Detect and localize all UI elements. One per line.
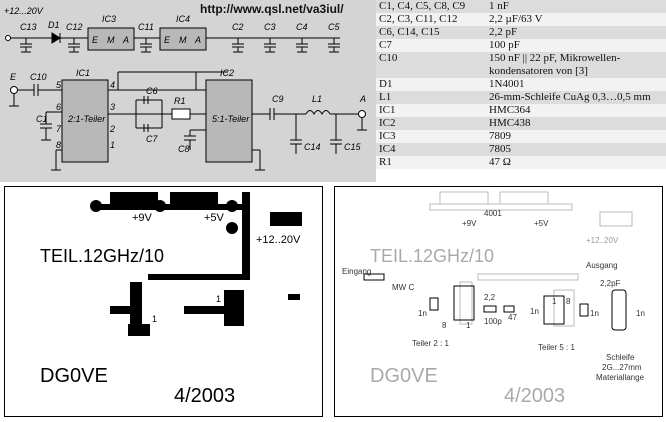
place-schleife: Schleife — [606, 353, 635, 362]
ic3-pin-m: M — [107, 35, 115, 45]
ic2-text: 5:1-Teiler — [212, 114, 250, 124]
place-ausgang: Ausgang — [586, 261, 618, 270]
placement-drawing: 4001 +9V +5V +12..20V TEIL.12GHz/10 DG0V… — [334, 186, 663, 417]
place-date: 4/2003 — [504, 385, 565, 407]
label-c9: C9 — [272, 94, 284, 104]
place-plus5: +5V — [534, 219, 549, 228]
place-title: TEIL.12GHz/10 — [370, 246, 494, 266]
place-1n-d: 1n — [636, 309, 645, 318]
pin-8: 8 — [56, 140, 61, 150]
pcb-plus9: +9V — [132, 212, 153, 224]
pin-7: 7 — [56, 124, 62, 134]
label-ic3: IC3 — [102, 14, 116, 24]
pin-5: 5 — [56, 80, 62, 90]
place-schleife2: 2G...27mm — [602, 363, 642, 372]
label-c1: C1 — [36, 114, 48, 124]
place-22b: 2,2pF — [600, 279, 621, 288]
label-c6: C6 — [146, 86, 158, 96]
place-plus12: +12..20V — [586, 236, 619, 245]
schematic-panel: http://www.qsl.net/va3iul/ — [0, 0, 376, 182]
label-c4: C4 — [296, 22, 308, 32]
pcb-drawing: +9V +5V +12..20V TEIL.12GHz/10 DG0VE 4/2… — [4, 186, 323, 417]
pcb-author: DG0VE — [40, 365, 108, 387]
pin-6: 6 — [56, 102, 61, 112]
ic4-pin-e: E — [164, 35, 171, 45]
place-1n-c: 1n — [590, 309, 599, 318]
pcb-plus12: +12..20V — [256, 234, 301, 246]
pcb-date: 4/2003 — [174, 385, 235, 407]
label-c3: C3 — [264, 22, 276, 32]
ic4-pin-a: A — [194, 35, 201, 45]
place-mwc: MW C — [392, 283, 414, 292]
label-a: A — [359, 94, 366, 104]
place-pin1a: 1 — [466, 321, 471, 330]
place-schleife3: Materiallange — [596, 373, 645, 382]
label-e: E — [10, 72, 17, 82]
pin-2: 2 — [109, 124, 115, 134]
label-c11: C11 — [138, 22, 154, 32]
place-47: 47 — [508, 313, 517, 322]
pin-4: 4 — [110, 80, 115, 90]
label-ic1: IC1 — [76, 68, 90, 78]
place-eingang: Eingang — [342, 267, 371, 276]
pin-1: 1 — [110, 140, 115, 150]
pcb-pin1a: 1 — [152, 314, 157, 324]
place-plus9: +9V — [462, 219, 477, 228]
label-d1: D1 — [48, 20, 60, 30]
url-text[interactable]: http://www.qsl.net/va3iul/ — [200, 2, 344, 16]
label-c2: C2 — [232, 22, 244, 32]
label-c8: C8 — [178, 144, 190, 154]
place-pin8b: 8 — [566, 297, 571, 306]
place-1n-a: 1n — [418, 309, 427, 318]
place-1n-b: 1n — [530, 307, 539, 316]
ic1-text: 2:1-Teiler — [67, 114, 106, 124]
label-l1: L1 — [312, 94, 322, 104]
pcb-layout: +9V +5V +12..20V TEIL.12GHz/10 DG0VE 4/2… — [4, 186, 323, 417]
label-c13: C13 — [20, 22, 37, 32]
label-c10: C10 — [30, 72, 47, 82]
place-pin8a: 8 — [442, 321, 447, 330]
placement-layout: 4001 +9V +5V +12..20V TEIL.12GHz/10 DG0V… — [334, 186, 663, 417]
place-22a: 2,2 — [484, 293, 496, 302]
supply-label: +12...20V — [4, 6, 44, 16]
pcb-pin1b: 1 — [216, 294, 221, 304]
ic3-pin-a: A — [122, 35, 129, 45]
pcb-plus5: +5V — [204, 212, 225, 224]
ic3-pin-e: E — [92, 35, 99, 45]
label-c5: C5 — [328, 22, 340, 32]
place-teiler2: Teiler 2 : 1 — [412, 339, 449, 348]
place-pin1b: 1 — [552, 297, 557, 306]
label-r1: R1 — [174, 96, 186, 106]
place-100p: 100p — [484, 317, 502, 326]
pcb-title: TEIL.12GHz/10 — [40, 246, 164, 266]
schematic-drawing: +12...20V C13 D1 C12 IC3 C11 IC4 C2 C3 C… — [4, 6, 367, 171]
label-c14: C14 — [304, 142, 321, 152]
label-c7: C7 — [146, 134, 158, 144]
place-d: 4001 — [484, 209, 502, 218]
label-c15: C15 — [344, 142, 362, 152]
place-author: DG0VE — [370, 365, 438, 387]
ic4-pin-m: M — [179, 35, 187, 45]
label-ic4: IC4 — [176, 14, 190, 24]
label-ic2: IC2 — [220, 68, 234, 78]
pin-3: 3 — [110, 102, 115, 112]
place-teiler5: Teiler 5 : 1 — [538, 343, 575, 352]
label-c12: C12 — [66, 22, 83, 32]
